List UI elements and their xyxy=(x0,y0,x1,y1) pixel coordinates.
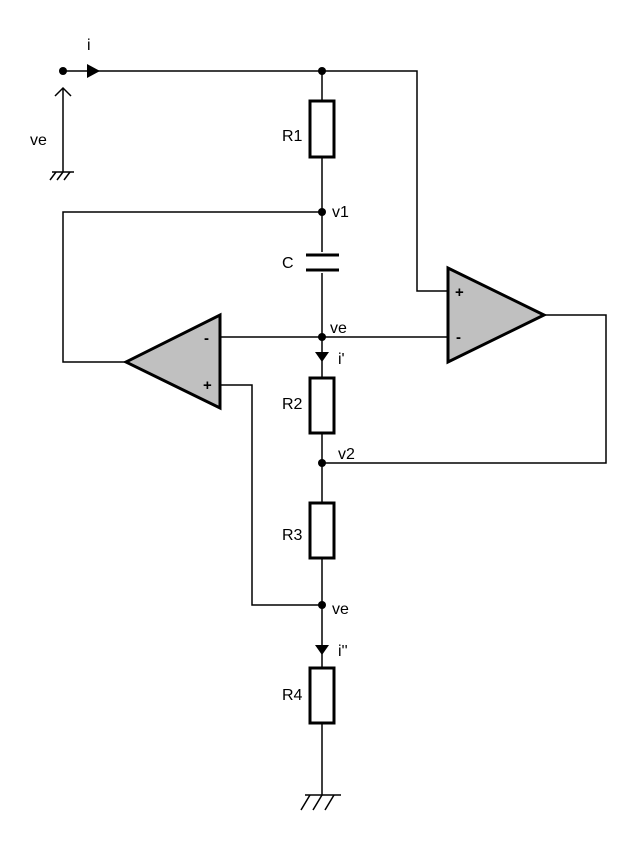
label-r3: R3 xyxy=(282,527,303,544)
capacitor-c xyxy=(306,253,339,272)
label-current-i-double-prime: i'' xyxy=(338,643,348,660)
left-opamp-wires xyxy=(62,211,322,606)
label-node-ve-low: ve xyxy=(332,601,349,618)
label-current-i-prime: i' xyxy=(338,351,345,368)
opamp-left-plus: + xyxy=(203,377,212,394)
ground-symbol-bottom xyxy=(300,794,341,811)
label-source-voltage: ve xyxy=(30,132,47,149)
current-arrow-i-prime xyxy=(315,352,329,362)
current-arrow-i-double-prime xyxy=(315,645,329,655)
resistor-r3 xyxy=(308,501,336,560)
right-opamp-wires xyxy=(322,70,607,464)
opamp-left-minus: - xyxy=(204,330,209,347)
opamp-right-minus: - xyxy=(456,329,461,346)
input-terminal xyxy=(59,67,322,75)
label-r4: R4 xyxy=(282,687,303,704)
input-current-arrow xyxy=(87,64,100,78)
label-input-current: i xyxy=(87,37,91,54)
ground-symbol-source xyxy=(49,171,74,181)
label-capacitor: C xyxy=(282,255,294,272)
label-r1: R1 xyxy=(282,128,303,145)
opamp-left xyxy=(122,312,222,411)
opamp-right-plus: + xyxy=(455,284,464,301)
label-r2: R2 xyxy=(282,396,303,413)
resistor-r4 xyxy=(308,666,336,725)
resistor-r2 xyxy=(308,376,336,435)
resistor-r1 xyxy=(308,99,336,159)
label-node-v2: v2 xyxy=(338,446,355,463)
source-voltage-arrow xyxy=(54,86,72,172)
label-node-v1: v1 xyxy=(332,204,349,221)
label-node-ve-mid: ve xyxy=(330,320,347,337)
opamp-right xyxy=(446,265,548,365)
